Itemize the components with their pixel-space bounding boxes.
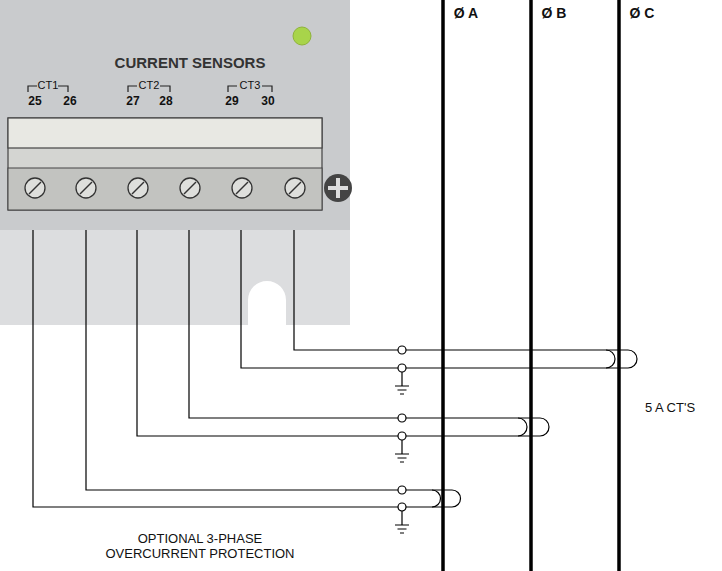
ct-name: CT3	[240, 79, 261, 92]
panel-heading: CURRENT SENSORS	[115, 54, 266, 71]
relay-lower-panel	[0, 230, 350, 325]
terminal-circles	[398, 346, 406, 511]
mounting-screw	[324, 174, 352, 202]
ct-name: CT1	[38, 79, 59, 92]
relay-panel: CURRENT SENSORS	[0, 0, 350, 230]
ground-symbols	[395, 372, 409, 533]
phase-name: Ø B	[542, 5, 567, 21]
ct-name: CT2	[139, 79, 160, 92]
status-led	[293, 27, 311, 45]
phase-name: Ø A	[454, 5, 478, 21]
terminal-number: 28	[159, 95, 172, 109]
ct-wires	[33, 205, 637, 507]
terminal-block	[8, 118, 322, 210]
bus-bars	[443, 0, 619, 571]
note-text: OPTIONAL 3-PHASE OVERCURRENT PROTECTION	[100, 532, 300, 562]
terminal-number: 27	[126, 95, 139, 109]
phase-name: Ø C	[630, 5, 655, 21]
ct-rating: 5 A CT'S	[645, 401, 695, 416]
terminal-number: 26	[63, 95, 76, 109]
terminal-number: 29	[225, 95, 238, 109]
terminal-number: 25	[28, 95, 41, 109]
terminal-number: 30	[261, 95, 274, 109]
